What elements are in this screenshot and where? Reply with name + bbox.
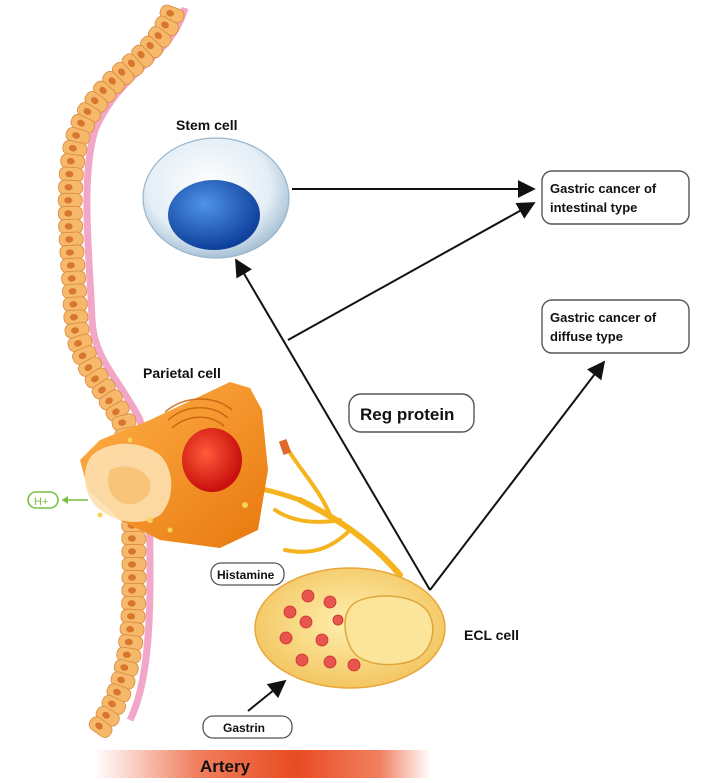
epithelial-cell xyxy=(58,179,83,195)
arrow-ecl-to-stem xyxy=(235,258,431,591)
epithelial-cell xyxy=(58,231,84,248)
epithelial-cell xyxy=(121,530,147,546)
outcome-diffuse-line2: diffuse type xyxy=(550,329,623,344)
epithelial-cell xyxy=(120,608,146,625)
reg-protein-box: Reg protein xyxy=(348,393,475,433)
h-plus-label: H+ xyxy=(34,496,48,508)
stem-cell-label: Stem cell xyxy=(176,117,237,133)
epithelial-cell xyxy=(121,582,147,598)
epithelial-cell xyxy=(88,716,113,738)
gastrin-box: Gastrin xyxy=(202,715,293,739)
parietal-cell xyxy=(80,382,268,548)
outcome-intestinal-box: Gastric cancer of intestinal type xyxy=(541,170,690,225)
reg-protein-label: Reg protein xyxy=(360,405,454,424)
epithelial-cell xyxy=(59,244,85,261)
epithelial-cell xyxy=(58,218,84,234)
epithelial-cell xyxy=(154,15,179,37)
epithelial-cell xyxy=(60,257,86,274)
epithelial-cell xyxy=(62,283,87,299)
epithelial-cell xyxy=(121,570,147,585)
epithelial-cell xyxy=(131,44,154,68)
nerve-tip xyxy=(278,439,292,455)
parietal-nucleus xyxy=(182,428,242,492)
outcome-diffuse-line1: Gastric cancer of xyxy=(550,310,657,325)
ecl-cell-label: ECL cell xyxy=(464,627,519,643)
epithelial-cell xyxy=(57,192,83,208)
arrow-junction-to-intestinal xyxy=(287,202,536,341)
h-plus-secretion: H+ xyxy=(27,491,88,509)
epithelial-cell xyxy=(121,544,147,559)
outcome-intestinal-line1: Gastric cancer of xyxy=(550,181,657,196)
epithelial-cell xyxy=(102,71,125,94)
epithelial-cell xyxy=(62,140,88,158)
epithelial-cell xyxy=(57,205,83,221)
epithelial-cell xyxy=(84,367,109,389)
epithelial-cell xyxy=(58,166,84,183)
epithelial-cell xyxy=(61,270,87,287)
stem-cell-nucleus xyxy=(168,180,260,250)
epithelial-cell xyxy=(93,80,117,103)
epithelial-cell xyxy=(121,557,147,572)
artery-label: Artery xyxy=(200,757,251,776)
gastrin-label: Gastrin xyxy=(223,721,265,735)
epithelial-cell xyxy=(95,705,120,727)
ecl-cell xyxy=(254,567,446,689)
artery-band xyxy=(95,750,430,778)
epithelial-cell xyxy=(121,595,147,612)
gastrin-arrow xyxy=(247,679,287,712)
ecl-cell-nucleus xyxy=(344,595,434,666)
epithelial-cell xyxy=(65,126,91,146)
outcome-diffuse-box: Gastric cancer of diffuse type xyxy=(541,299,690,354)
parietal-cell-label: Parietal cell xyxy=(143,365,221,381)
histamine-box: Histamine xyxy=(210,562,285,586)
epithelial-cell xyxy=(63,309,89,325)
outcome-intestinal-line2: intestinal type xyxy=(550,200,637,215)
nerve-fibers xyxy=(252,443,403,578)
arrow-ecl-to-diffuse xyxy=(429,360,606,591)
epithelial-cell xyxy=(105,400,130,422)
histamine-label: Histamine xyxy=(217,568,275,582)
stem-cell xyxy=(142,137,290,259)
epithelial-cell xyxy=(140,35,164,59)
epithelial-cell xyxy=(78,356,103,377)
epithelial-cell xyxy=(62,296,88,312)
